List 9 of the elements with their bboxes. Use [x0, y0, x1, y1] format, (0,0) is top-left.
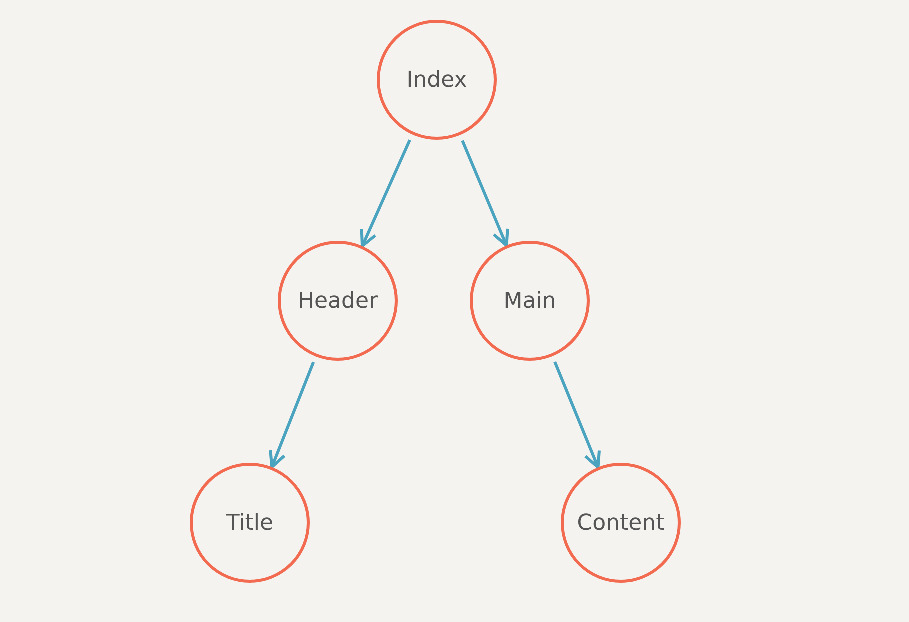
node-label: Header — [298, 288, 378, 314]
node-label: Main — [504, 288, 556, 314]
node-label: Index — [406, 68, 468, 92]
node-label: Title — [226, 510, 274, 536]
node-label: Content — [577, 510, 665, 536]
arrow — [269, 362, 316, 469]
arrow — [554, 362, 601, 469]
arrow — [461, 140, 510, 248]
arrow — [360, 140, 412, 248]
